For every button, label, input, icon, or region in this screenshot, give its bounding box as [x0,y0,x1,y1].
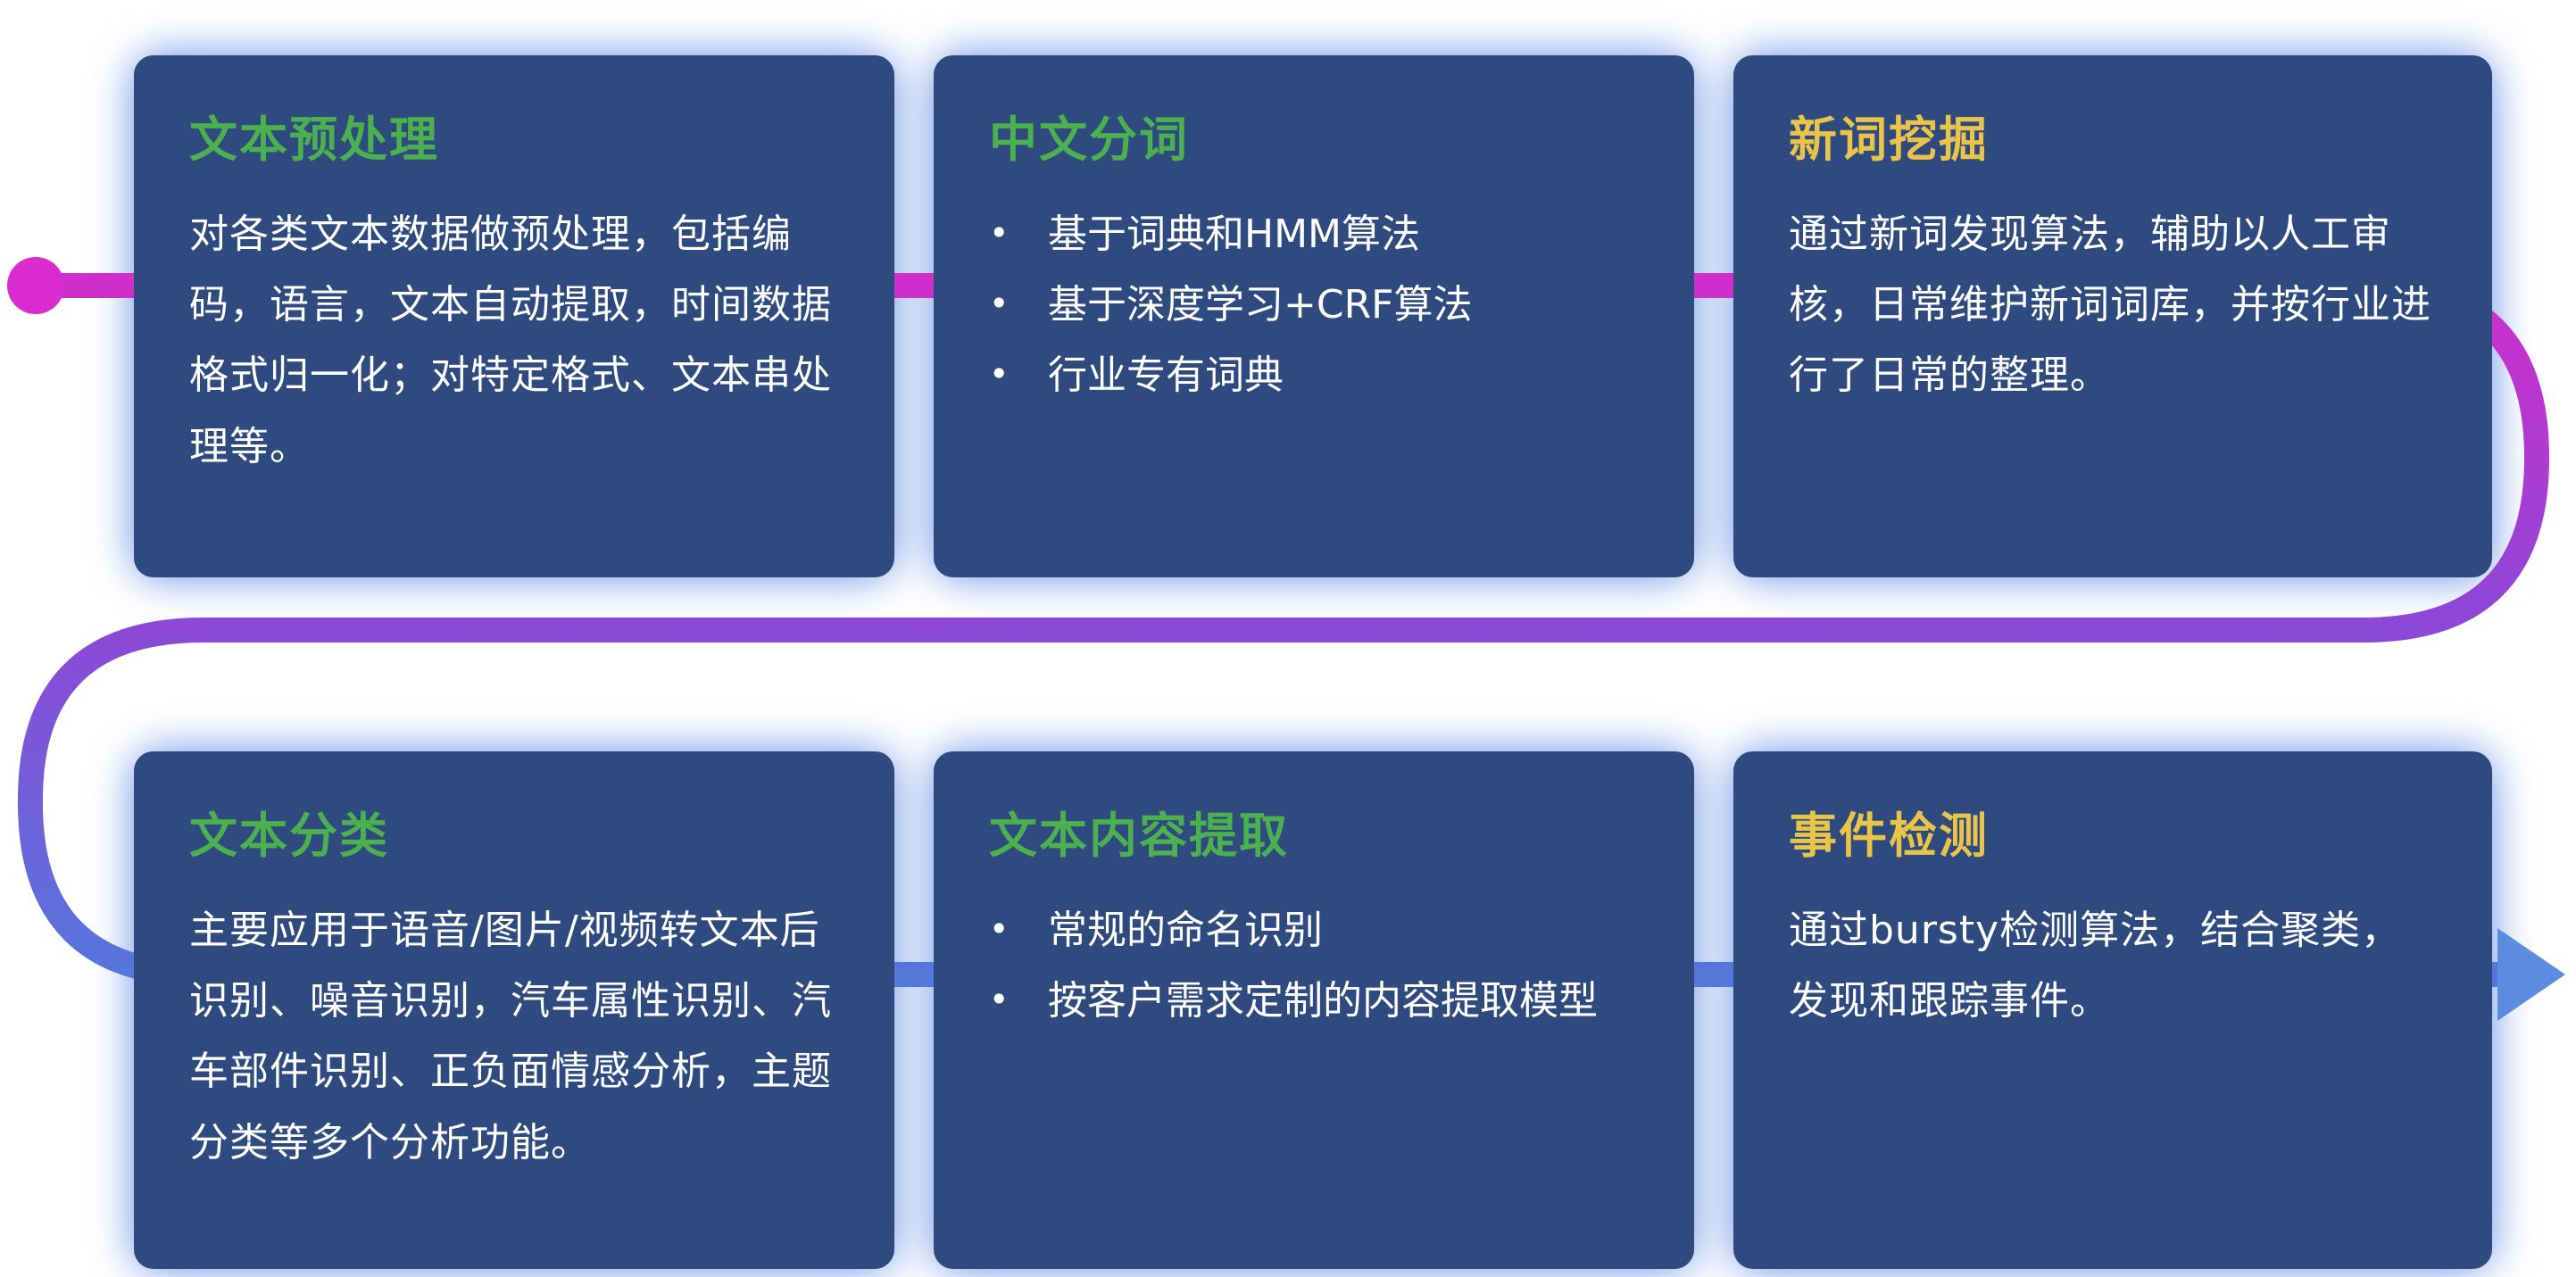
card-text-content-extraction: 文本内容提取 • 常规的命名识别 • 按客户需求定制的内容提取模型 [934,751,1694,1269]
bullet-icon: • [989,213,1010,253]
bullet-text: 基于词典和HMM算法 [1048,211,1421,257]
bullet-text: 基于深度学习+CRF算法 [1048,282,1473,328]
bullet-item: • 基于深度学习+CRF算法 [989,269,1639,340]
bullet-item: • 常规的命名识别 [989,895,1639,966]
bullet-text: 常规的命名识别 [1048,908,1323,953]
card-title: 新词挖掘 [1789,112,1989,168]
bullet-text: 行业专有词典 [1048,352,1284,399]
card-body: 通过新词发现算法，辅助以人工审核，日常维护新词词库，并按行业进行了日常的整理。 [1789,211,2431,399]
bullet-list: • 常规的命名识别 • 按客户需求定制的内容提取模型 [989,895,1639,1036]
card-body: 通过bursty检测算法，结合聚类，发现和跟踪事件。 [1789,908,2402,1024]
flow-path [17,273,2549,987]
bullet-item: • 行业专有词典 [989,340,1639,410]
card-event-detection: 事件检测 通过bursty检测算法，结合聚类，发现和跟踪事件。 [1733,751,2492,1269]
bullet-item: • 按客户需求定制的内容提取模型 [989,966,1639,1036]
bullet-icon: • [989,284,1010,324]
card-title: 中文分词 [989,112,1189,168]
bullet-item: • 基于词典和HMM算法 [989,199,1639,269]
bullet-icon: • [989,909,1010,949]
card-title: 文本预处理 [189,112,439,168]
bullet-icon: • [989,354,1010,394]
card-body: 对各类文本数据做预处理，包括编码，语言，文本自动提取，时间数据格式归一化；对特定… [189,211,832,469]
card-title: 文本分类 [189,808,389,864]
card-text-preprocessing: 文本预处理 对各类文本数据做预处理，包括编码，语言，文本自动提取，时间数据格式归… [134,55,894,577]
bullet-list: • 基于词典和HMM算法 • 基于深度学习+CRF算法 • 行业专有词典 [989,199,1639,411]
card-title: 文本内容提取 [989,808,1289,864]
card-chinese-word-segmentation: 中文分词 • 基于词典和HMM算法 • 基于深度学习+CRF算法 • 行业专有词… [934,55,1694,577]
card-title: 事件检测 [1789,808,1989,864]
flow-end-arrow-icon [2497,928,2565,1021]
card-body: 主要应用于语音/图片/视频转文本后识别、噪音识别，汽车属性识别、汽车部件识别、正… [189,908,832,1165]
bullet-text: 按客户需求定制的内容提取模型 [1048,978,1598,1024]
card-new-word-mining: 新词挖掘 通过新词发现算法，辅助以人工审核，日常维护新词词库，并按行业进行了日常… [1733,55,2492,577]
card-text-classification: 文本分类 主要应用于语音/图片/视频转文本后识别、噪音识别，汽车属性识别、汽车部… [134,751,894,1269]
flow-start-dot-icon [7,257,64,314]
bullet-icon: • [989,980,1010,1020]
